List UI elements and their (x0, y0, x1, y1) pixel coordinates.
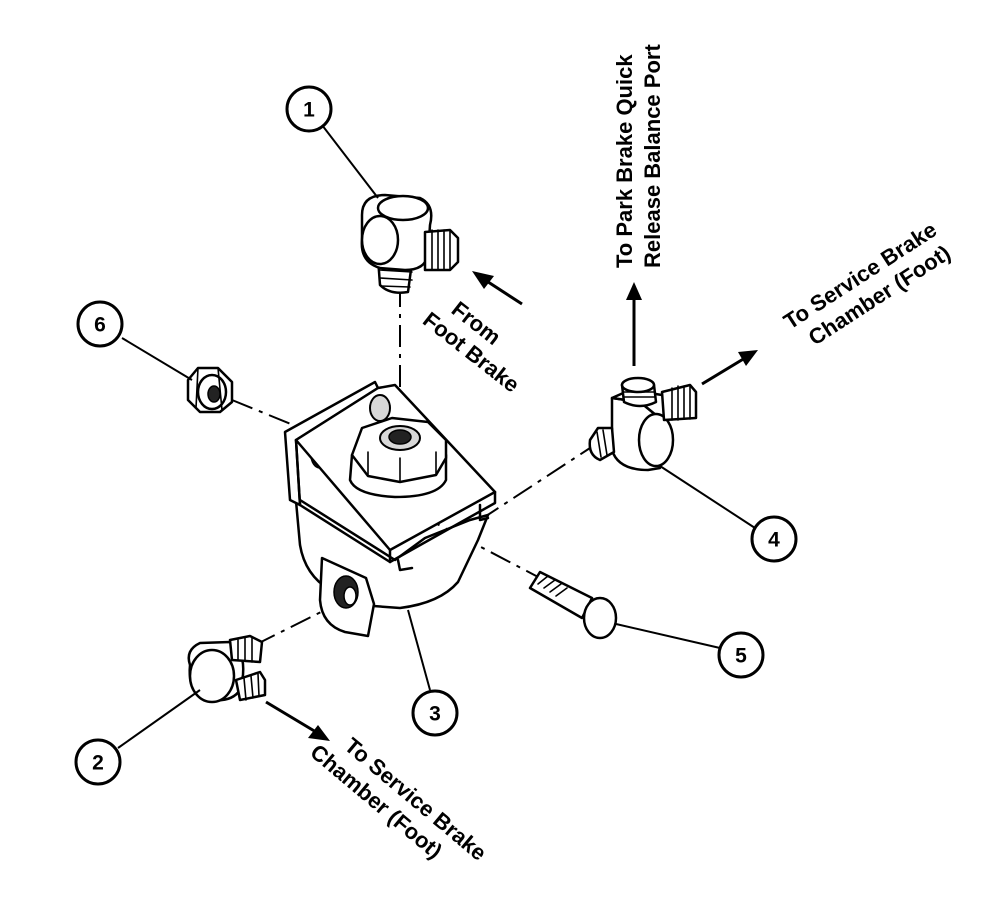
callout-5-label: 5 (735, 645, 747, 668)
leader-6 (121, 337, 193, 381)
centerline-fitting-4 (479, 447, 591, 521)
callout-4: 4 (750, 515, 798, 563)
hex-nut-top (348, 416, 448, 499)
label-service-brake-left: To Service Brake Chamber (Foot) (306, 733, 492, 866)
leader-4 (659, 465, 756, 529)
label-park-brake: To Park Brake Quick Release Balance Port (612, 44, 665, 268)
fitting-part-2 (187, 634, 267, 704)
leader-5 (615, 623, 721, 649)
leader-1 (321, 124, 379, 199)
arrow-from-foot-brake (472, 271, 523, 306)
fitting-part-1 (360, 193, 460, 294)
leader-2 (117, 689, 201, 749)
arrow-to-service-brake-left (265, 700, 330, 741)
label-park-brake-line1: To Park Brake Quick (612, 54, 637, 268)
callout-2-label: 2 (92, 752, 104, 775)
callout-6: 6 (76, 300, 124, 348)
label-park-brake-line2: Release Balance Port (640, 44, 665, 268)
arrow-to-service-brake-right (701, 350, 758, 386)
leader-3 (407, 609, 431, 691)
callout-1: 1 (285, 85, 333, 133)
arrow-to-park-brake (626, 282, 642, 366)
callout-4-label: 4 (768, 529, 780, 552)
callout-1-label: 1 (303, 99, 315, 122)
plug-part-5 (528, 570, 618, 640)
callout-5: 5 (717, 631, 765, 679)
nut-part-6 (186, 366, 234, 414)
fitting-part-4 (588, 376, 698, 472)
valve-body-part-3 (283, 380, 497, 638)
callout-3-label: 3 (429, 703, 441, 726)
centerline-plug-5 (419, 514, 541, 579)
callout-6-label: 6 (94, 314, 106, 337)
callout-2: 2 (74, 738, 122, 786)
callout-3: 3 (411, 689, 459, 737)
label-service-brake-right: To Service Brake Chamber (Foot) (779, 217, 955, 350)
